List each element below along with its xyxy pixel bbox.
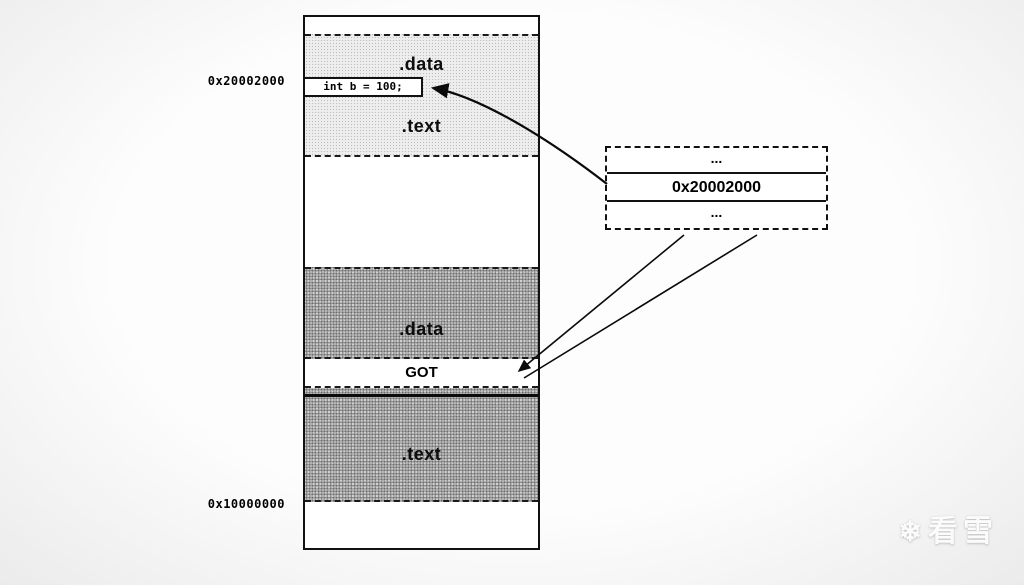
flash-data-section-label: .data xyxy=(399,319,444,339)
zoom-line-left xyxy=(517,234,685,373)
watermark-text: 看雪 xyxy=(928,515,998,548)
snowflake-icon: ❄ xyxy=(898,516,922,547)
got-entries-table: ... 0x20002000 ... xyxy=(605,146,828,230)
zoom-line-right xyxy=(523,234,758,379)
flash-text-section: .text xyxy=(305,388,538,502)
got-entry-row: ... xyxy=(710,150,723,166)
got-entry-address: 0x20002000 xyxy=(607,172,826,202)
watermark: ❄看雪 xyxy=(899,506,998,550)
ram-text-section-label: .text xyxy=(401,116,442,136)
address-label-bottom: 0x10000000 xyxy=(207,497,285,511)
memory-map-column: .data int b = 100; .text .data GOT .text xyxy=(303,15,540,550)
got-section: GOT xyxy=(305,359,538,388)
flash-data-section: .data xyxy=(305,267,538,359)
flash-text-section-label: .text xyxy=(401,444,442,464)
ram-region: .data int b = 100; .text xyxy=(305,34,538,157)
address-label-top: 0x20002000 xyxy=(207,74,285,88)
variable-box: int b = 100; xyxy=(305,77,423,97)
ram-data-section-label: .data xyxy=(399,54,444,74)
solid-separator-line xyxy=(305,394,538,397)
got-entry-row: ... xyxy=(710,204,723,220)
